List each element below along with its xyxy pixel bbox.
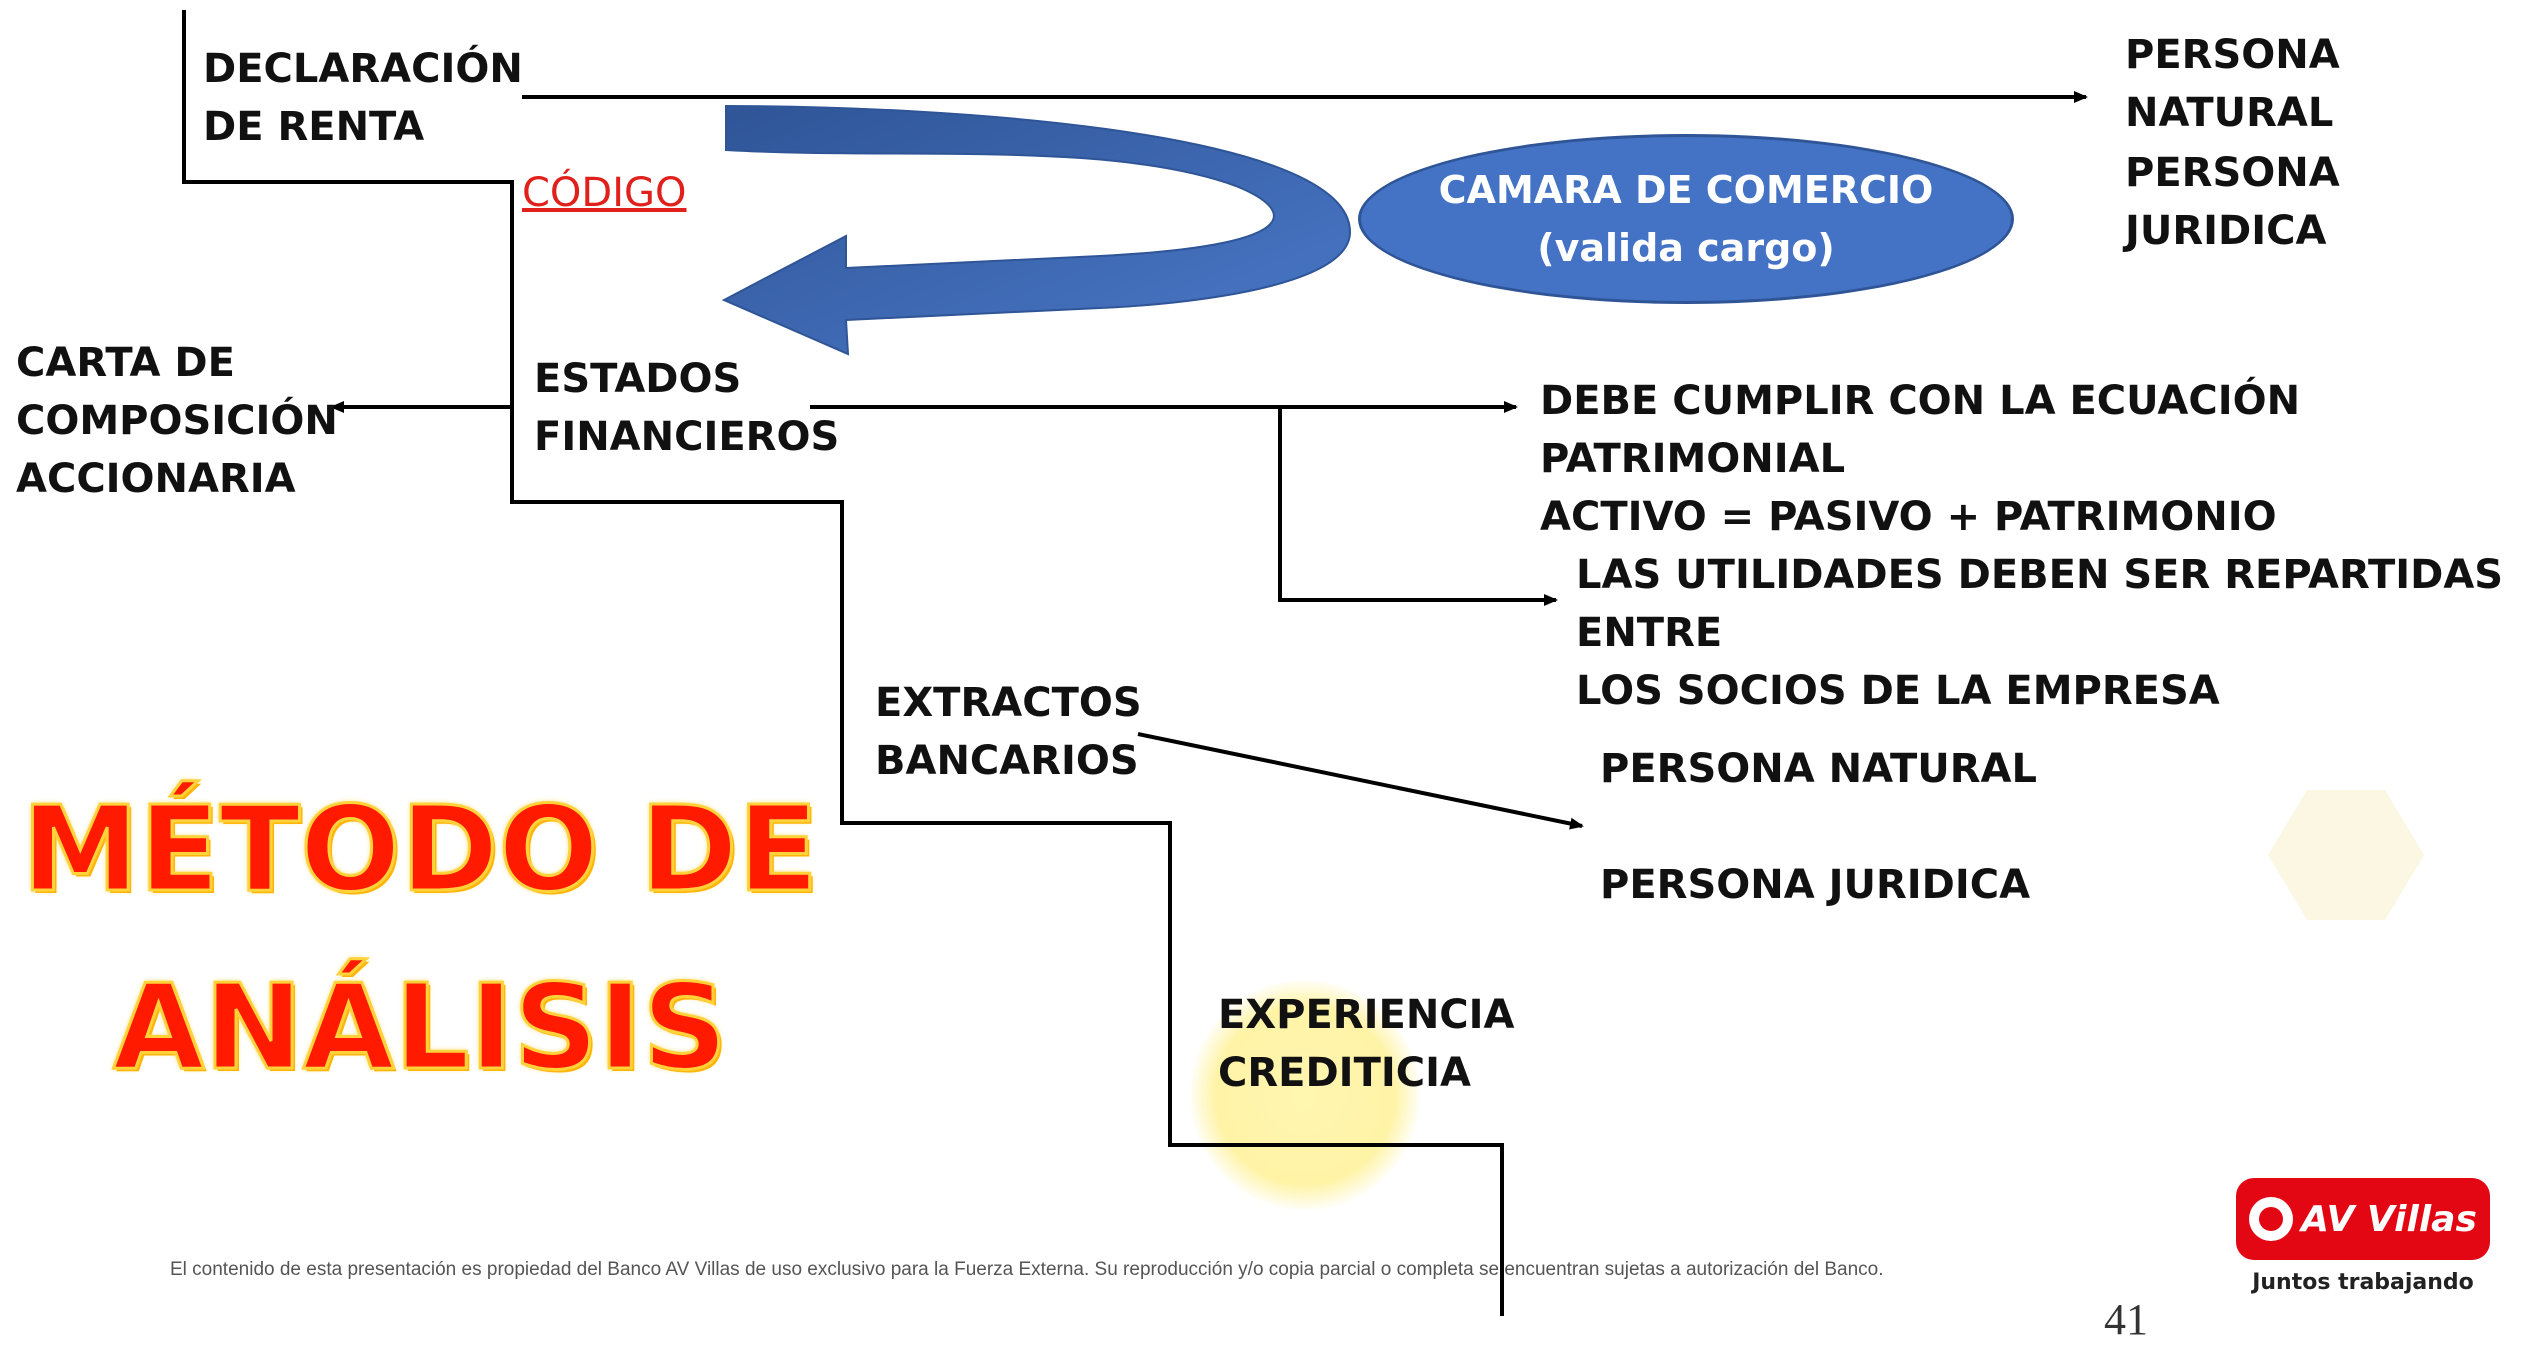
label-estados-financieros: ESTADOS FINANCIEROS <box>534 356 840 460</box>
label-experiencia-crediticia: EXPERIENCIA CREDITICIA <box>1218 992 1515 1096</box>
label-persona-natural-mid: PERSONA NATURAL <box>1600 746 2037 792</box>
label-ecuacion-patrimonial: DEBE CUMPLIR CON LA ECUACIÓN PATRIMONIAL… <box>1540 378 2301 540</box>
logo-tagline: Juntos trabajando <box>2252 1270 2474 1295</box>
av-villas-mark-icon <box>2249 1197 2294 1241</box>
decorative-glow-circle <box>1190 980 1420 1210</box>
decorative-hexagon <box>2268 790 2424 920</box>
staircase-connector <box>182 10 1504 1316</box>
label-extractos-bancarios: EXTRACTOS BANCARIOS <box>875 680 1142 784</box>
label-declaracion-renta: DECLARACIÓN DE RENTA <box>203 46 523 150</box>
camara-comercio-ellipse: CAMARA DE COMERCIO (valida cargo) <box>1358 134 2014 304</box>
curved-return-arrow <box>721 104 1352 356</box>
flow-diagram <box>182 10 2088 1316</box>
av-villas-logo: AV Villas <box>2236 1178 2490 1260</box>
page-number: 41 <box>2104 1295 2148 1344</box>
codigo-link[interactable]: CÓDIGO <box>522 170 687 216</box>
label-carta-composicion: CARTA DE COMPOSICIÓN ACCIONARIA <box>16 340 338 502</box>
slide-title: MÉTODO DE ANÁLISIS <box>20 779 820 1098</box>
logo-name: AV Villas <box>2301 1198 2477 1240</box>
arrow-estados-to-utilidades <box>1278 407 1558 606</box>
footer-disclaimer: El contenido de esta presentación es pro… <box>170 1259 1884 1280</box>
label-utilidades: LAS UTILIDADES DEBEN SER REPARTIDAS ENTR… <box>1576 552 2504 714</box>
label-persona-juridica-mid: PERSONA JURIDICA <box>1600 862 2031 908</box>
arrow-extractos-to-persona <box>1137 732 1584 830</box>
label-persona-natural-top: PERSONA NATURAL <box>2125 32 2340 136</box>
label-persona-juridica-top: PERSONA JURIDICA <box>2125 150 2340 254</box>
label-camara-comercio: CAMARA DE COMERCIO (valida cargo) <box>1438 168 1934 270</box>
